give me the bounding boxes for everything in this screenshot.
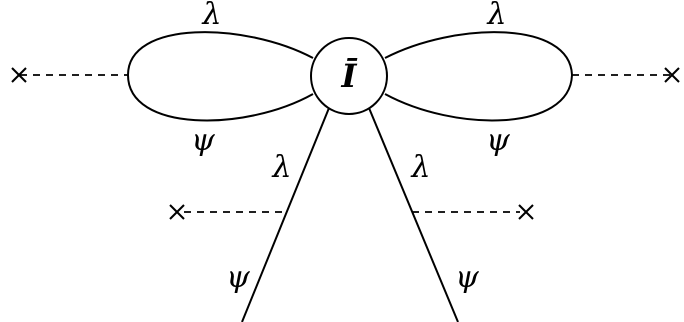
right-loop — [384, 31, 573, 122]
left-loop-lower-line — [127, 74, 314, 122]
right-loop-cross-icon — [664, 67, 680, 83]
vertex-circle — [310, 37, 388, 115]
anti-instanton-vertex: Ī — [310, 37, 388, 115]
right-leg-line — [368, 107, 459, 322]
right-loop-bottom-label: ψ — [486, 123, 510, 158]
left-loop-bottom-label: ψ — [191, 123, 215, 158]
vertex-label: Ī — [341, 57, 358, 95]
right-loop-lower-line — [384, 74, 573, 122]
left-leg-line — [241, 107, 330, 322]
left-loop-cross-icon — [11, 67, 27, 83]
right-loop-upper-line — [384, 31, 573, 76]
right-loop-top-label: λ — [486, 0, 506, 32]
right-leg-lower-label: ψ — [455, 260, 479, 295]
right-leg-cross-icon — [518, 204, 534, 220]
left-loop — [127, 31, 314, 122]
left-leg-cross-icon — [169, 204, 185, 220]
left-leg-upper-label: λ — [271, 150, 291, 185]
right-leg-upper-label: λ — [410, 150, 430, 185]
left-leg-lower-label: ψ — [226, 260, 250, 295]
left-loop-upper-line — [127, 31, 314, 76]
left-loop-top-label: λ — [201, 0, 221, 32]
